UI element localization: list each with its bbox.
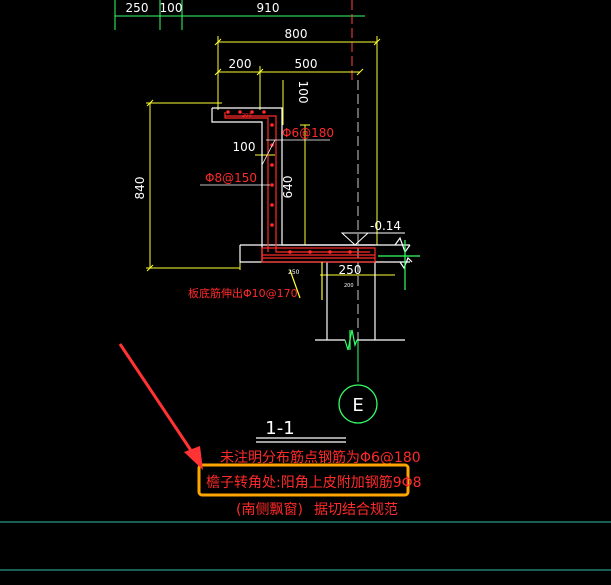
dim-overall-width: 800 <box>285 27 308 41</box>
bottom-baselines <box>0 521 611 571</box>
note-line-1: 未注明分布筋点钢筋为Φ6@180 <box>220 449 421 466</box>
dim-left-width: 200 <box>229 57 252 71</box>
dim-total-height: 840 <box>133 177 147 200</box>
leader-lines <box>200 139 330 186</box>
rebar-label-small-top: 200 <box>242 113 252 119</box>
elevation-value: -0.14 <box>370 219 401 233</box>
rebar-label-small-mid: 250 <box>288 269 300 276</box>
top-dim-250: 250 <box>126 1 149 15</box>
rebar-label-slab: 板底筋伸出Φ10@170 <box>188 286 298 300</box>
dim-wall-thickness: 100 <box>233 140 256 154</box>
rebar-label-wall: Φ8@150 <box>205 171 257 185</box>
dim-slab-width: 250 <box>339 263 362 277</box>
rebar-layout <box>224 112 376 300</box>
dim-right-width: 500 <box>295 57 318 71</box>
axis-label: E <box>352 395 363 416</box>
dimension-lines <box>146 36 395 276</box>
rebar-label-stirrup: Φ6@180 <box>282 126 334 140</box>
note-line-3-left: (南侧飘窗) <box>236 501 303 518</box>
axis-bubble: E <box>338 340 378 424</box>
section-title: 1-1 <box>265 418 294 439</box>
top-dim-100: 100 <box>160 1 183 15</box>
vertical-axis-line <box>351 0 359 380</box>
note-line-3-right: 据切结合规范 <box>314 501 398 518</box>
rebar-label-small-bot: 200 <box>344 283 354 289</box>
note-line-2: 檐子转角处:阳角上皮附加钢筋9Φ8 <box>206 474 422 491</box>
elevation-mark: -0.14 <box>340 219 405 246</box>
section-title-group: 1-1 <box>256 418 346 443</box>
pointer-arrow <box>118 343 203 470</box>
dim-top-thickness: 100 <box>296 81 310 104</box>
top-dim-910: 910 <box>257 1 280 15</box>
dim-wall-height: 640 <box>281 176 295 199</box>
top-dimension-chain: 250 100 910 <box>114 0 365 30</box>
highlight-box <box>197 463 410 497</box>
break-symbols <box>344 240 420 351</box>
